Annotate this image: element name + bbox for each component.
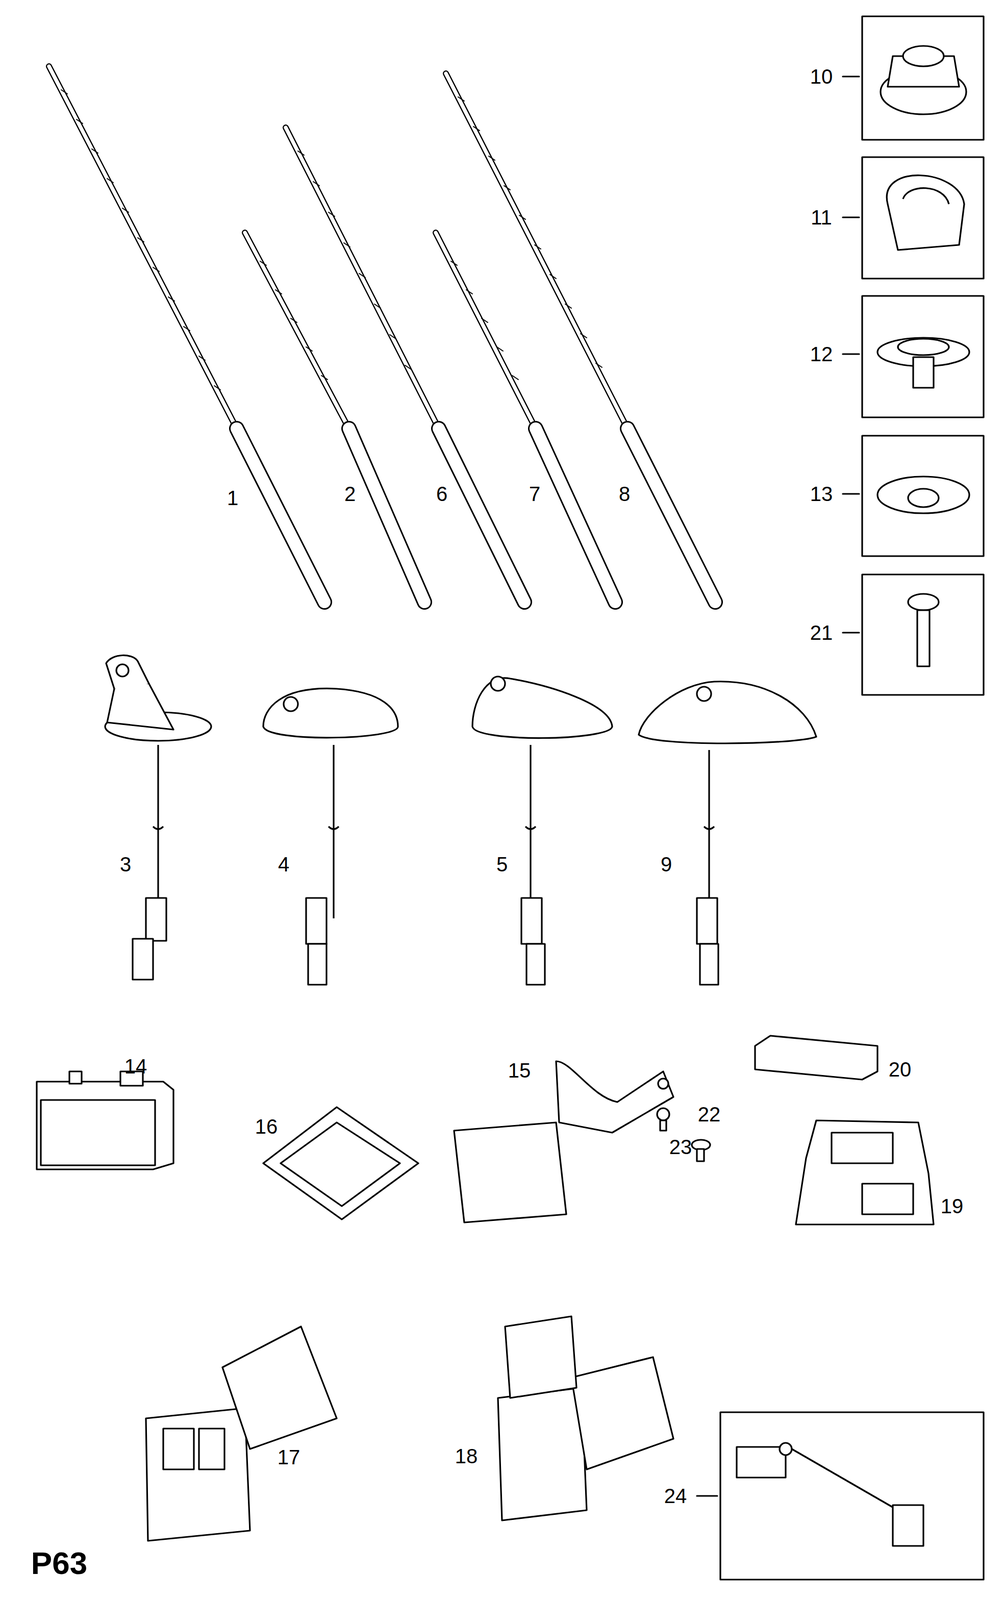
callout-number: 1	[227, 487, 239, 509]
callout-number: 9	[660, 854, 672, 875]
callout-number: 23	[669, 1136, 693, 1158]
callout-number: 6	[436, 483, 448, 505]
callout-number: 15	[508, 1060, 532, 1081]
callout-number: 13	[810, 483, 834, 505]
callout-number: 5	[496, 854, 508, 875]
callout-number: 11	[810, 207, 833, 228]
callout-number: 24	[664, 1485, 688, 1506]
callout-number: 2	[344, 483, 356, 505]
callout-number: 19	[940, 1195, 964, 1217]
callout-number: 17	[277, 1446, 301, 1468]
callout-number: 7	[529, 483, 541, 505]
callout-number: 3	[119, 854, 132, 875]
callout-number: 10	[810, 66, 834, 87]
callout-number: 12	[810, 343, 834, 365]
callout-number: 8	[618, 483, 631, 505]
page-code: P63	[31, 1547, 88, 1579]
callout-number: 18	[455, 1445, 479, 1467]
callout-number: 21	[810, 622, 834, 643]
callout-number: 22	[697, 1103, 721, 1125]
callout-number: 4	[278, 854, 290, 875]
callout-number: 16	[255, 1116, 279, 1137]
callout-number: 14	[124, 1056, 148, 1077]
callout-number: 20	[888, 1059, 912, 1080]
